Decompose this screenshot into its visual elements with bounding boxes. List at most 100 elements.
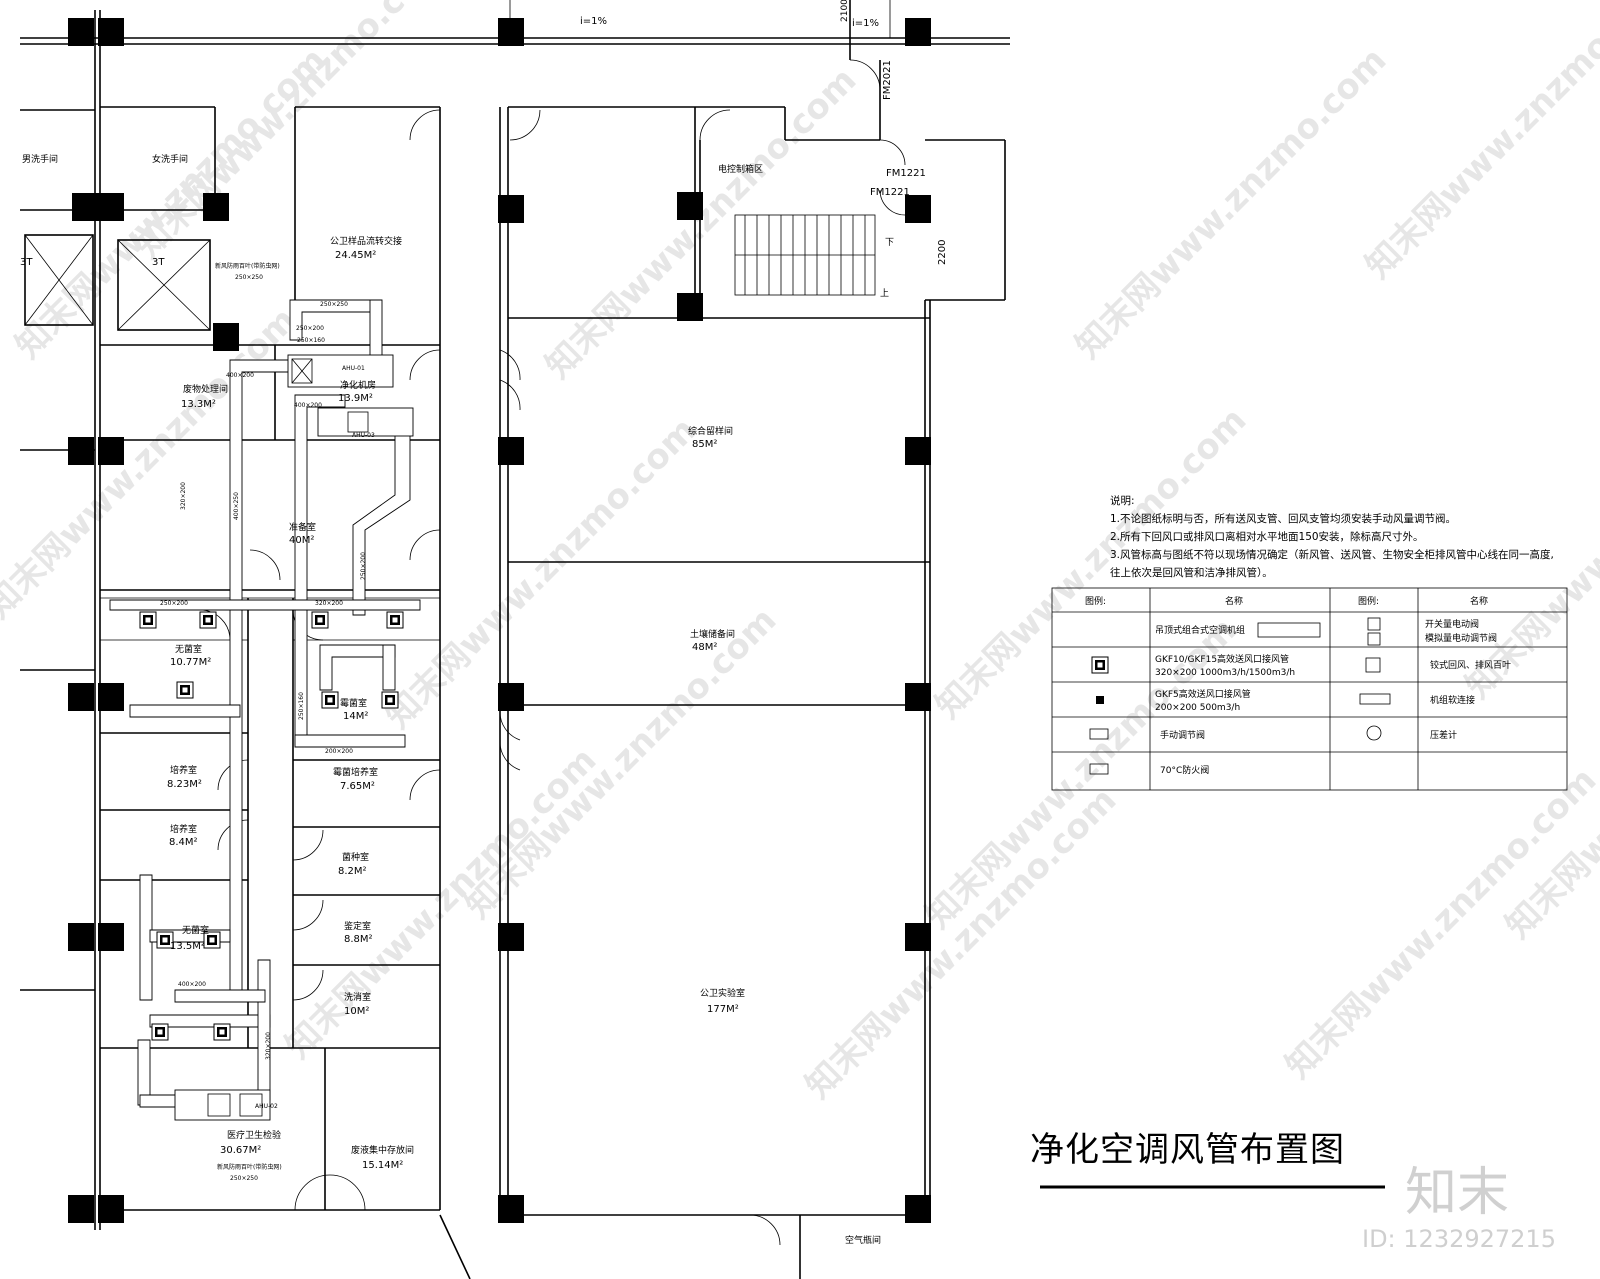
room-label: 洗消室 — [344, 991, 371, 1003]
room-label: 医疗卫生检验 — [227, 1129, 281, 1141]
supply-ducts — [109, 299, 421, 1108]
design-notes: 说明: 1.不论图纸标明与否，所有送风支管、回风支管均须安装手动风量调节阀。 2… — [1110, 494, 1554, 579]
fresh-air-louver-label: 新风防雨百叶(带防虫网) — [215, 262, 280, 270]
room-area: 13.9M² — [338, 393, 373, 404]
room-label: 废液集中存放间 — [351, 1144, 414, 1156]
room-label: 培养室 — [170, 764, 197, 776]
duct-size: 250×200 — [360, 552, 367, 580]
notes-line: 1.不论图纸标明与否，所有送风支管、回风支管均须安装手动风量调节阀。 — [1110, 512, 1456, 525]
watermark-text: 知末网www.znzmo.com — [278, 740, 604, 1066]
room-area: 177M² — [707, 1004, 739, 1015]
room-area: 8.2M² — [338, 866, 367, 877]
room-labels: 男洗手间 女洗手间 3T 3T 公卫样品流转交接 24.45M² 废物处理间 1… — [20, 153, 881, 1246]
legend-name: 模拟量电动调节阀 — [1425, 632, 1497, 644]
fire-damper-icon — [1089, 763, 1109, 775]
notes-line: 往上依次是回风管和洁净排风管）。 — [1110, 566, 1273, 579]
legend-header: 名称 — [1470, 595, 1488, 607]
column — [68, 1195, 94, 1223]
ahu-symbol-icon — [1257, 622, 1321, 638]
room-label: 公卫实验室 — [700, 987, 745, 999]
legend-name: 压差计 — [1430, 729, 1457, 741]
column — [905, 923, 931, 951]
legend-header: 图例: — [1358, 595, 1379, 607]
duct-size: 400×200 — [226, 372, 254, 379]
column — [98, 1195, 124, 1223]
room-label: 净化机房 — [340, 379, 376, 391]
duct-size: 400×250 — [233, 492, 240, 520]
column — [68, 437, 94, 465]
unit-tag: AHU-02 — [255, 1103, 278, 1110]
column — [498, 683, 524, 711]
legend-name: 铰式回风、排风百叶 — [1430, 659, 1511, 671]
column — [98, 437, 124, 465]
slope-label: i=1% — [852, 18, 879, 29]
room-label: 鉴定室 — [344, 920, 371, 932]
annotations: i=1% i=1% 2100 2200 FM2021 FM1221 FM1221… — [160, 0, 948, 1182]
legend-detail: 200×200 500m3/h — [1155, 703, 1240, 713]
notes-line: 3.风管标高与图纸不符以现场情况确定（新风管、送风管、生物安全柜排风管中心线在同… — [1110, 548, 1554, 561]
room-area: 13.3M² — [181, 399, 216, 410]
room-label: 培养室 — [170, 823, 197, 835]
column — [498, 923, 524, 951]
door-tag: FM2021 — [882, 60, 893, 100]
louver-icon — [1365, 657, 1381, 673]
legend-header: 图例: — [1085, 595, 1106, 607]
legend-name: 机组软连接 — [1430, 694, 1475, 706]
watermark-text: 知末网www.znzmo.com — [538, 60, 864, 386]
column — [905, 195, 931, 223]
drawing-title: 净化空调风管布置图 — [1030, 1130, 1345, 1170]
column — [68, 18, 94, 46]
room-area: 30.67M² — [220, 1145, 261, 1156]
room-label: 霉菌室 — [340, 697, 367, 709]
column — [98, 193, 124, 221]
structural-columns — [68, 18, 931, 1223]
legend-name: 吊顶式组合式空调机组 — [1155, 624, 1245, 636]
room-label: 无菌室 — [182, 924, 209, 936]
room-label: 3T — [20, 257, 33, 268]
watermark-text: 知末网www.znzmo.com — [378, 410, 704, 736]
watermark-text: 知末网www.znzmo.com — [128, 0, 454, 266]
room-label: 公卫样品流转交接 — [330, 235, 402, 247]
room-label: 废物处理间 — [183, 383, 228, 395]
fresh-air-louver-size: 250×250 — [230, 1175, 258, 1182]
notes-line: 2.所有下回风口或排风口离相对水平地面150安装，除标高尺寸外。 — [1110, 530, 1424, 543]
hepa-outlet-small-icon — [1096, 696, 1104, 704]
room-area: 13.5M² — [170, 941, 205, 952]
duct-size: 250×250 — [320, 301, 348, 308]
duct-size: 320×200 — [315, 600, 343, 607]
room-area: 15.14M² — [362, 1160, 403, 1171]
legend-header: 名称 — [1225, 595, 1243, 607]
column — [98, 923, 124, 951]
room-area: 8.23M² — [167, 779, 202, 790]
legend-name: GKF5高效送风口接风管 — [1155, 688, 1251, 700]
room-label: 无菌室 — [175, 643, 202, 655]
room-area: 48M² — [692, 642, 717, 653]
stair-direction: 上 — [880, 288, 889, 299]
column — [213, 323, 239, 351]
pressure-gauge-icon — [1366, 725, 1382, 741]
notes-title: 说明: — [1110, 494, 1135, 507]
door-tag: FM1221 — [870, 187, 910, 198]
duct-size: 250×200 — [296, 325, 324, 332]
column — [677, 293, 703, 321]
room-label: 电控制箱区 — [718, 163, 763, 175]
drawing-id: ID: 1232927215 — [1362, 1225, 1556, 1253]
modulating-damper-icon — [1367, 632, 1381, 646]
fresh-air-louver-label: 新风防雨百叶(带防虫网) — [217, 1163, 282, 1171]
column — [498, 18, 524, 46]
room-label: 土壤储备间 — [690, 628, 735, 640]
room-label: 男洗手间 — [22, 153, 58, 165]
column — [72, 193, 98, 221]
ahu-unit-01 — [287, 354, 394, 388]
hepa-outlet-large-icon — [1091, 656, 1109, 674]
room-area: 85M² — [692, 439, 717, 450]
room-area: 8.8M² — [344, 934, 373, 945]
room-label: 3T — [152, 257, 165, 268]
legend-table: 图例: 名称 图例: 名称 吊顶式组合式空调机组 GKF10/GKF15高效送风… — [1051, 587, 1568, 791]
room-area: 24.45M² — [335, 250, 376, 261]
flex-connector-icon — [1359, 693, 1391, 705]
stair-steps — [744, 215, 866, 295]
duct-size: 250×160 — [298, 692, 305, 720]
unit-tag: AHU-01 — [342, 365, 365, 372]
